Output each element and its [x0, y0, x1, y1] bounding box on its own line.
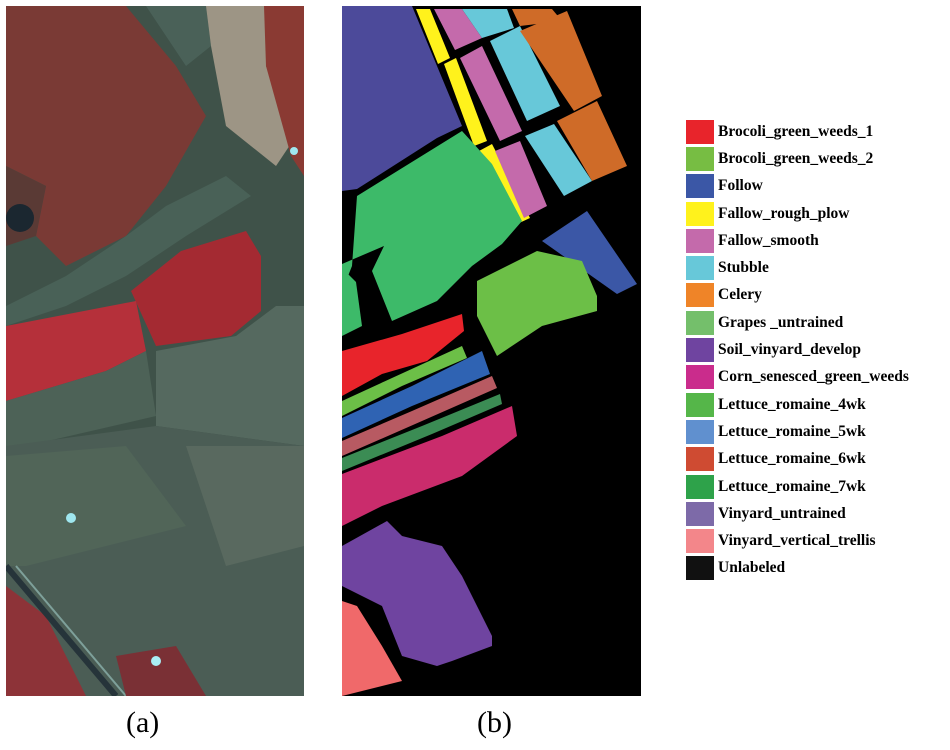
- legend-label: Unlabeled: [718, 559, 786, 577]
- legend-swatch: [686, 365, 714, 390]
- legend-item: Celery: [686, 282, 948, 309]
- legend-swatch: [686, 256, 714, 281]
- legend-swatch: [686, 529, 714, 554]
- legend-label: Lettuce_romaine_6wk: [718, 450, 866, 468]
- legend-label: Fallow_rough_plow: [718, 204, 850, 222]
- legend-swatch: [686, 310, 714, 335]
- legend-swatch: [686, 392, 714, 417]
- legend-label: Celery: [718, 286, 762, 304]
- legend-item: Follow: [686, 173, 948, 200]
- legend-swatch: [686, 228, 714, 253]
- legend-item: Vinyard_vertical_trellis: [686, 527, 948, 554]
- legend-label: Lettuce_romaine_7wk: [718, 477, 866, 495]
- legend-swatch: [686, 283, 714, 308]
- legend-swatch: [686, 338, 714, 363]
- legend-item: Stubble: [686, 254, 948, 281]
- legend-item: Brocoli_green_weeds_1: [686, 118, 948, 145]
- legend-label: Vinyard_untrained: [718, 504, 846, 522]
- legend-item: Unlabeled: [686, 555, 948, 582]
- legend-swatch: [686, 474, 714, 499]
- legend-swatch: [686, 146, 714, 171]
- legend-label: Corn_senesced_green_weeds: [718, 368, 909, 386]
- legend-item: Brocoli_green_weeds_2: [686, 145, 948, 172]
- legend-label: Vinyard_vertical_trellis: [718, 532, 876, 550]
- legend-label: Soil_vinyard_develop: [718, 341, 861, 359]
- legend-label: Grapes _untrained: [718, 313, 844, 331]
- legend-label: Lettuce_romaine_5wk: [718, 422, 866, 440]
- legend-item: Fallow_smooth: [686, 227, 948, 254]
- legend-label: Fallow_smooth: [718, 231, 819, 249]
- legend-item: Fallow_rough_plow: [686, 200, 948, 227]
- legend-label: Brocoli_green_weeds_2: [718, 149, 874, 167]
- legend-label: Follow: [718, 177, 763, 195]
- legend-item: Grapes _untrained: [686, 309, 948, 336]
- false-color-image: [6, 6, 304, 696]
- legend-label: Lettuce_romaine_4wk: [718, 395, 866, 413]
- legend-item: Lettuce_romaine_5wk: [686, 418, 948, 445]
- legend-swatch: [686, 419, 714, 444]
- legend-label: Stubble: [718, 259, 769, 277]
- caption-b: (b): [477, 706, 512, 739]
- legend-item: Vinyard_untrained: [686, 500, 948, 527]
- caption-a: (a): [126, 706, 160, 739]
- legend-swatch: [686, 556, 714, 581]
- legend-swatch: [686, 174, 714, 199]
- legend-item: Lettuce_romaine_4wk: [686, 391, 948, 418]
- legend-swatch: [686, 501, 714, 526]
- legend-label: Brocoli_green_weeds_1: [718, 122, 874, 140]
- legend-item: Lettuce_romaine_7wk: [686, 473, 948, 500]
- legend-swatch: [686, 201, 714, 226]
- legend-item: Corn_senesced_green_weeds: [686, 364, 948, 391]
- legend-swatch: [686, 119, 714, 144]
- legend-swatch: [686, 447, 714, 472]
- legend-item: Soil_vinyard_develop: [686, 336, 948, 363]
- legend-item: Lettuce_romaine_6wk: [686, 446, 948, 473]
- ground-truth-map: [342, 6, 641, 696]
